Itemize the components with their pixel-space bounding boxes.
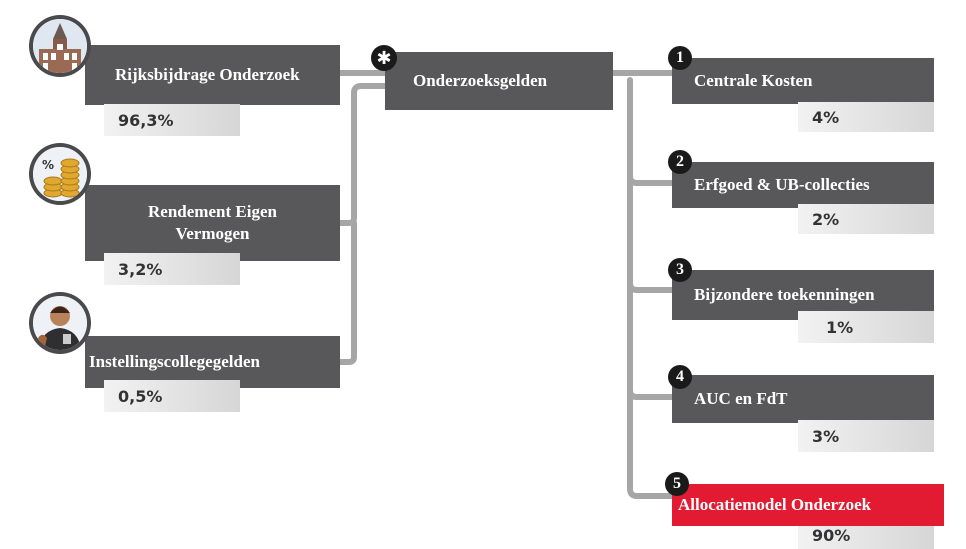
connector-trunk <box>627 77 675 499</box>
dest-box-allocatiemodel: Allocatiemodel Onderzoek <box>672 484 944 526</box>
source-label: Instellingscollegegelden <box>89 352 260 371</box>
dest-box-bijzondere: Bijzondere toekenningen <box>672 270 934 320</box>
student-icon <box>29 292 91 354</box>
dest-percent: 90% <box>798 526 934 549</box>
dest-percent: 1% <box>798 311 934 343</box>
asterisk-icon: ✱ <box>371 45 397 71</box>
connector-dest-4 <box>627 387 675 400</box>
source-label: Rijksbijdrage Onderzoek <box>115 65 300 84</box>
dest-percent: 2% <box>798 204 934 234</box>
dest-label: Centrale Kosten <box>694 71 813 90</box>
source-percent: 3,2% <box>104 253 240 285</box>
dest-percent: 3% <box>798 420 934 452</box>
source-percent: 0,5% <box>104 380 240 412</box>
source-label: Rendement Eigen Vermogen <box>148 202 277 243</box>
dest-label: AUC en FdT <box>694 389 788 408</box>
dest-label: Erfgoed & UB-collecties <box>694 175 870 194</box>
svg-text:%: % <box>42 158 54 172</box>
building-icon <box>29 15 91 77</box>
dest-label: Bijzondere toekenningen <box>694 285 875 304</box>
number-badge: 3 <box>668 258 692 282</box>
connector-dest-3 <box>627 280 675 293</box>
dest-box-auc: AUC en FdT <box>672 375 934 423</box>
coins-icon: % <box>29 143 91 205</box>
source-box-rijksbijdrage: Rijksbijdrage Onderzoek <box>85 45 340 105</box>
number-badge: 1 <box>668 46 692 70</box>
source-percent: 96,3% <box>104 104 240 136</box>
dest-box-centrale-kosten: Centrale Kosten <box>672 58 934 104</box>
connector-source-3 <box>337 220 357 365</box>
number-badge: 2 <box>668 150 692 174</box>
center-box-onderzoeksgelden: Onderzoeksgelden <box>385 52 613 110</box>
number-badge: 5 <box>665 472 689 496</box>
connector-dest-2 <box>627 173 675 186</box>
center-label: Onderzoeksgelden <box>413 71 548 90</box>
dest-label: Allocatiemodel Onderzoek <box>678 495 872 514</box>
source-box-collegegelden: Instellingscollegegelden <box>85 336 340 388</box>
connector-source-2 <box>337 83 389 226</box>
dest-percent: 4% <box>798 102 934 132</box>
dest-box-erfgoed: Erfgoed & UB-collecties <box>672 162 934 208</box>
source-box-rendement: Rendement Eigen Vermogen <box>85 185 340 261</box>
number-badge: 4 <box>668 365 692 389</box>
